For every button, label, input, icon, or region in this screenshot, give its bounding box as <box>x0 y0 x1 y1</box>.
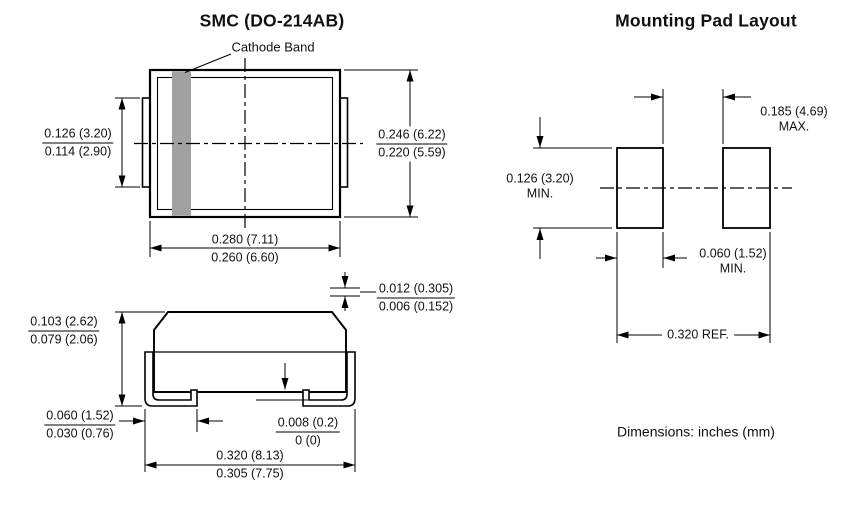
package-title: SMC (DO-214AB) <box>199 10 345 31</box>
dim-lines-body-width <box>149 221 341 257</box>
package-side-view <box>115 272 376 472</box>
dim-lines-side-height <box>115 311 165 407</box>
dim-tab-height: 0.126 (3.20) 0.114 (2.90) <box>42 127 114 160</box>
dim-qualifier: MAX. <box>778 119 810 133</box>
cathode-band-leader <box>184 53 232 73</box>
right-lead <box>302 351 356 407</box>
dim-side-height: 0.103 (2.62) 0.079 (2.06) <box>28 315 100 348</box>
dim-pad-height: 0.126 (3.20) MIN. <box>506 171 573 201</box>
dim-value-min: 0.006 (0.152) <box>378 299 454 314</box>
dim-pad-gap: 0.185 (4.69) MAX. <box>760 104 827 134</box>
dim-lines-overall-width <box>144 409 356 472</box>
dim-standoff: 0.008 (0.2) 0 (0) <box>275 416 341 449</box>
dim-value: 0.126 (3.20) <box>506 171 574 186</box>
dim-value: 0.060 (1.52) <box>699 246 767 261</box>
dim-value-max: 0.012 (0.305) <box>376 282 456 299</box>
dim-lines-pad-gap <box>634 89 751 144</box>
cathode-band-label: Cathode Band <box>231 39 315 55</box>
dim-value-min: 0.114 (2.90) <box>44 144 112 159</box>
dimensions-note: Dimensions: inches (mm) <box>617 423 775 440</box>
dim-body-height: 0.246 (6.22) 0.220 (5.59) <box>371 126 453 162</box>
dim-lines-standoff <box>256 363 308 401</box>
dim-qualifier: MIN. <box>719 261 747 275</box>
dim-body-width-min: 0.260 (6.60) <box>211 250 279 265</box>
dim-value-max: 0.103 (2.62) <box>28 315 100 332</box>
dim-pad-width: 0.060 (1.52) MIN. <box>699 246 766 276</box>
mounting-pad-layout <box>533 89 792 343</box>
dim-value-min: 0.079 (2.06) <box>30 332 98 347</box>
dim-lines-pad-height <box>533 117 612 259</box>
dim-value-min: 0 (0) <box>295 433 321 448</box>
dim-value-min: 0.220 (5.59) <box>378 145 446 160</box>
pad-layout-title: Mounting Pad Layout <box>615 10 797 31</box>
dim-lines-tab-height <box>115 97 140 188</box>
dim-overall-width-min: 0.305 (7.75) <box>216 466 284 481</box>
dim-lead-thickness: 0.012 (0.305) 0.006 (0.152) <box>376 282 456 315</box>
dim-value-max: 0.008 (0.2) <box>275 416 341 433</box>
dim-value-max: 0.246 (6.22) <box>376 128 448 145</box>
dim-value-max: 0.126 (3.20) <box>42 127 114 144</box>
dim-value-min: 0.030 (0.76) <box>46 426 114 441</box>
dim-foot-length: 0.060 (1.52) 0.030 (0.76) <box>44 409 116 442</box>
package-top-view <box>115 53 418 257</box>
dim-lines-pad-width <box>596 232 687 268</box>
dim-value: 0.185 (4.69) <box>760 104 828 119</box>
dim-lines-foot-length <box>119 409 223 432</box>
dim-body-width-max: 0.280 (7.11) <box>211 232 279 247</box>
left-lead <box>144 351 198 407</box>
dim-overall-ref: 0.320 REF. <box>662 326 734 344</box>
dim-qualifier: MIN. <box>526 186 554 200</box>
dim-overall-width-max: 0.320 (8.13) <box>216 448 284 463</box>
dim-value-max: 0.060 (1.52) <box>44 409 116 426</box>
dim-lines-lead-thickness <box>330 272 376 311</box>
